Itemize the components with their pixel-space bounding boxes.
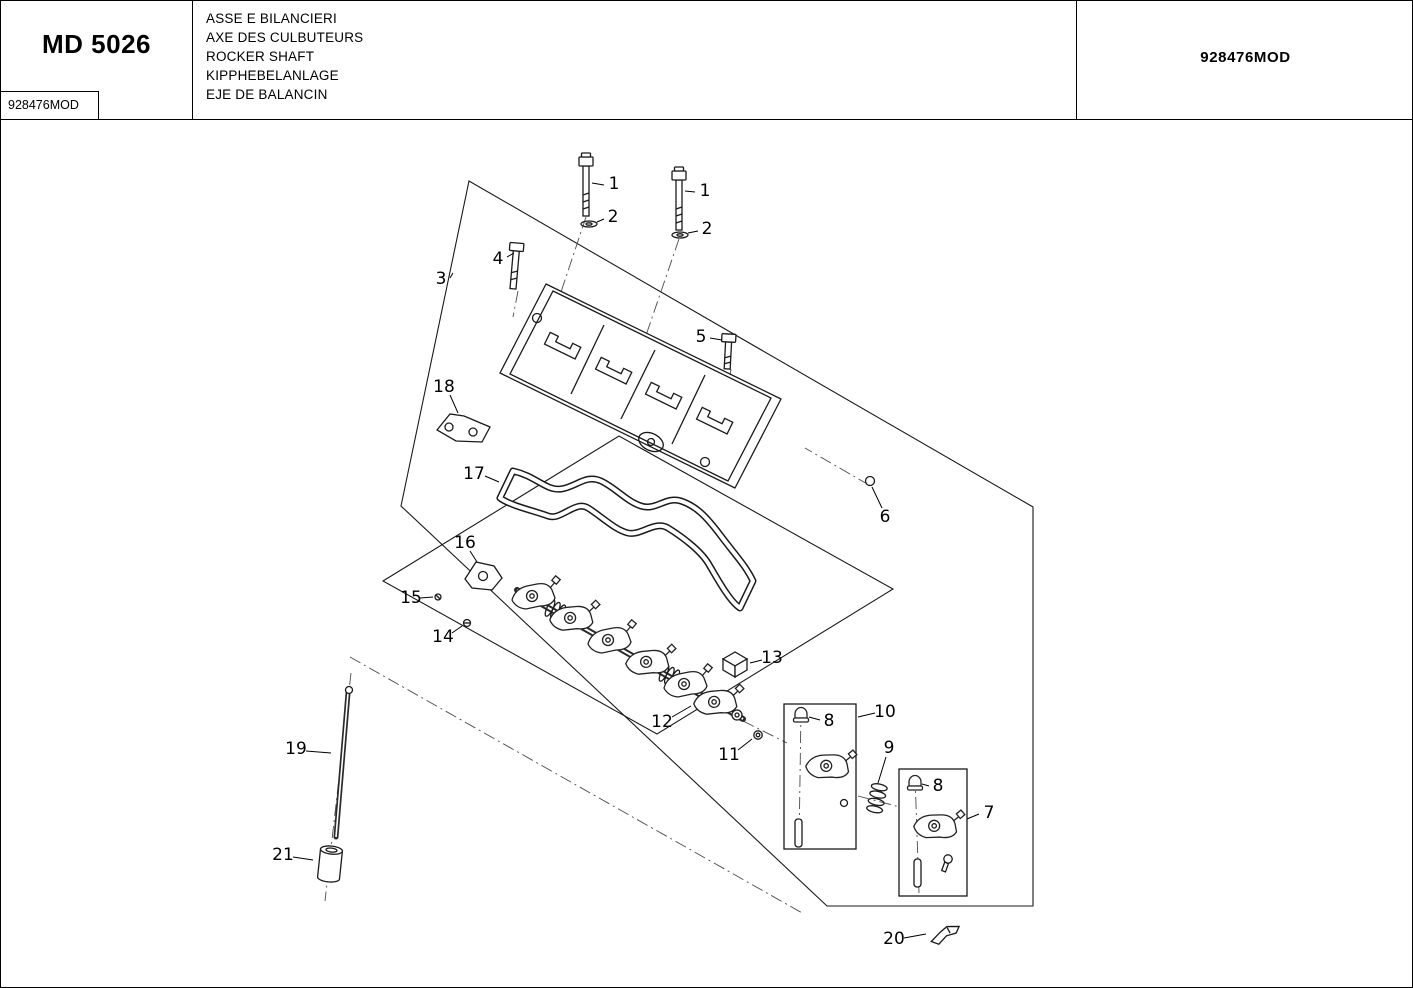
callout-leader-13-13 (749, 659, 763, 664)
callout-leader-8-19 (921, 783, 930, 787)
group-frame-upper (400, 180, 1034, 907)
spring-9-drawing (866, 783, 888, 814)
spacer-13-drawing (721, 651, 749, 679)
callout-label-12-14: 12 (651, 712, 673, 732)
callout-label-3-4: 3 (436, 269, 447, 289)
doc-code-small: 928476MOD (1, 91, 99, 119)
callout-label-9-18: 9 (884, 738, 895, 758)
callout-label-6-7: 6 (880, 507, 891, 527)
callout-label-4-5: 4 (493, 249, 504, 269)
callout-label-8-19: 8 (933, 776, 944, 796)
callout-leader-18-8 (449, 394, 459, 414)
callout-label-15-11: 15 (400, 588, 422, 608)
doc-code-cell: 928476MOD (1077, 1, 1412, 120)
callout-leader-14-12 (451, 625, 463, 634)
callout-label-1-0: 1 (609, 174, 620, 194)
callout-label-21-22: 21 (272, 845, 294, 865)
doc-code: 928476MOD (1200, 49, 1291, 66)
callout-label-18-8: 18 (433, 377, 455, 397)
screw-15-drawing (434, 593, 442, 601)
callout-leader-1-0 (591, 182, 605, 186)
model-cell: MD 5026 928476MOD (1, 1, 193, 120)
callout-leader-8-17 (808, 716, 821, 721)
title-line-french: AXE DES CULBUTEURS (206, 30, 364, 45)
detail-box-7-drawing (898, 768, 968, 897)
callout-leader-2-2 (596, 218, 605, 223)
callout-label-7-20: 7 (984, 803, 995, 823)
rocker-shaft-assembly-drawing (511, 575, 746, 722)
bolt-1a-drawing (578, 152, 594, 217)
callout-leader-16-10 (469, 550, 478, 563)
callout-label-11-15: 11 (718, 745, 740, 765)
callout-leader-12-14 (671, 705, 692, 718)
callout-label-16-10: 16 (454, 533, 476, 553)
bolt-4-drawing (508, 241, 525, 290)
callout-leader-20-23 (903, 933, 927, 939)
callout-label-2-3: 2 (702, 219, 713, 239)
title-line-german: KIPPHEBELANLAGE (206, 68, 339, 83)
group-frame-lower (381, 435, 895, 735)
rocker-support-18-drawing (436, 413, 491, 443)
rocker-cover-drawing (499, 283, 782, 489)
callout-leader-1-1 (684, 190, 696, 193)
callout-label-5-6: 5 (696, 327, 707, 347)
title-line-spanish: EJE DE BALANCIN (206, 87, 328, 102)
callout-leader-9-18 (877, 756, 887, 784)
callout-label-2-2: 2 (608, 207, 619, 227)
callout-label-10-16: 10 (874, 702, 896, 722)
title-line-italian: ASSE E BILANCIERI (206, 11, 337, 26)
callout-leader-11-15 (737, 738, 753, 751)
title-line-english: ROCKER SHAFT (206, 49, 315, 64)
callout-leader-6-7 (871, 486, 883, 509)
callout-leader-3-4 (449, 272, 454, 279)
washer-2a-drawing (580, 220, 598, 228)
callout-leader-19-21 (305, 750, 332, 754)
bolt-1b-drawing (671, 166, 687, 231)
washer-11-drawing (753, 730, 763, 740)
protection-cap-21-drawing (316, 845, 344, 883)
clip-20-drawing (930, 925, 961, 945)
washer-2b-drawing (671, 231, 689, 239)
bolt-5-drawing (720, 333, 737, 370)
callout-label-13-13: 13 (761, 648, 783, 668)
callout-leader-4-5 (506, 252, 515, 258)
callout-label-1-1: 1 (700, 181, 711, 201)
callout-label-17-9: 17 (463, 464, 485, 484)
rocker-support-16-drawing (464, 561, 503, 591)
screw-14-drawing (462, 618, 472, 628)
callout-leader-15-11 (419, 596, 434, 599)
callout-label-8-17: 8 (824, 711, 835, 731)
title-cell: ASSE E BILANCIERI AXE DES CULBUTEURS ROC… (193, 1, 1077, 120)
callout-leader-2-3 (687, 230, 699, 234)
callout-label-14-12: 14 (432, 627, 454, 647)
callout-leader-5-6 (709, 337, 723, 341)
callout-label-19-21: 19 (285, 739, 307, 759)
detail-box-10-drawing (783, 703, 859, 850)
callout-leader-17-9 (484, 475, 500, 483)
model-number: MD 5026 (42, 29, 151, 59)
callout-label-20-23: 20 (883, 929, 905, 949)
pushrod-19-drawing (333, 685, 354, 840)
callout-leader-7-20 (966, 813, 980, 820)
callout-leader-21-22 (292, 856, 314, 861)
ball-6-drawing (864, 475, 876, 487)
callout-leader-10-16 (857, 712, 876, 718)
